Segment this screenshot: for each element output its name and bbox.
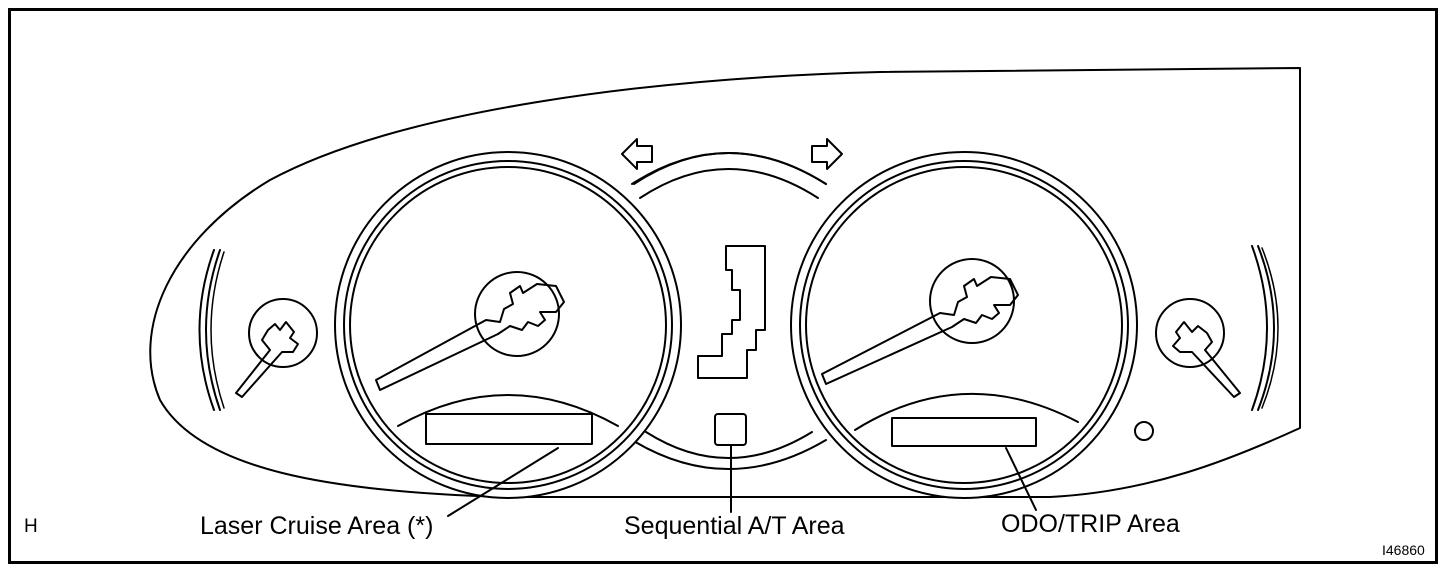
laser-cruise-area-label: Laser Cruise Area (*) [200, 512, 434, 540]
right-turn-arrow [811, 138, 843, 170]
odo-trip-leader [1005, 447, 1037, 511]
right-large-gauge [790, 151, 1138, 499]
sequential-at-area-label: Sequential A/T Area [624, 512, 845, 540]
shift-gate [697, 245, 766, 379]
left-scale-arc [198, 249, 215, 411]
right-large-needle [821, 276, 1019, 385]
right-scale-arc [1251, 245, 1268, 411]
laser-cruise-display [425, 413, 593, 445]
left-small-gauge [198, 249, 318, 411]
laser-cruise-leader [447, 447, 559, 517]
left-large-gauge [334, 151, 682, 499]
right-small-gauge [1134, 245, 1279, 441]
left-large-needle [375, 283, 565, 391]
left-small-needle [235, 321, 299, 398]
odo-trip-area-label: ODO/TRIP Area [1001, 510, 1180, 538]
odo-trip-display [891, 417, 1037, 447]
figure-border [8, 8, 1438, 564]
sequential-at-display [714, 413, 747, 446]
cluster-housing-outline [149, 67, 1301, 498]
indicator-dot [1134, 421, 1154, 441]
right-small-needle [1172, 321, 1241, 398]
left-display-window [397, 394, 619, 427]
figure-id-label: I46860 [1382, 542, 1425, 558]
right-display-window [854, 393, 1079, 431]
left-turn-arrow [621, 138, 653, 170]
view-code-label: H [24, 516, 38, 537]
